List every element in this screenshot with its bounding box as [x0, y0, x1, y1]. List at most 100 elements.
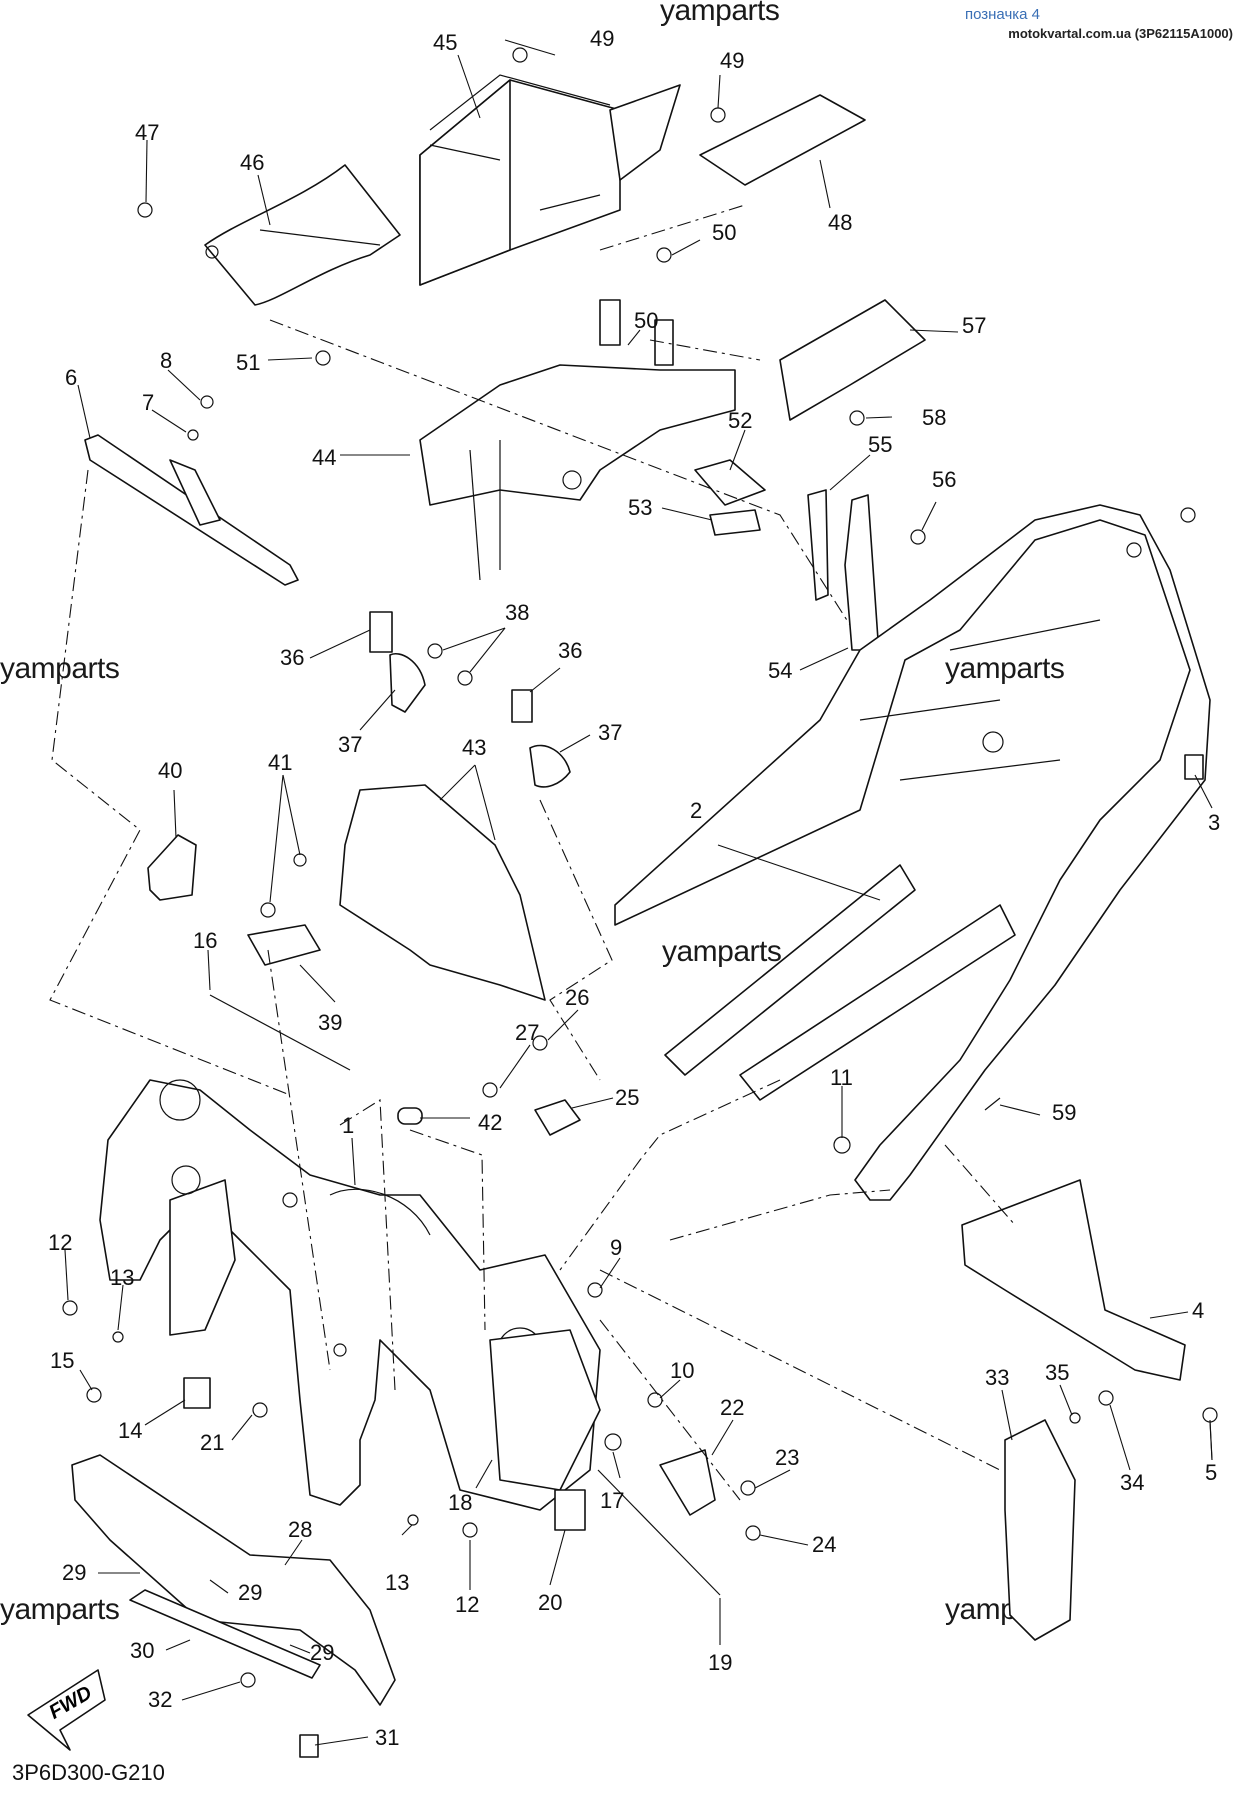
callout-31: 31 — [375, 1725, 399, 1750]
callout-16: 16 — [193, 928, 217, 953]
callout-12: 12 — [48, 1230, 72, 1255]
callout-45: 45 — [433, 30, 457, 55]
callout-13b: 13 — [385, 1570, 409, 1595]
bracket-part — [807, 489, 879, 651]
battery-bracket-part — [419, 299, 736, 581]
bracket-plate-part — [779, 299, 926, 421]
watermark: yamparts — [662, 935, 782, 968]
stay-bar-part — [84, 434, 299, 586]
callout-4: 4 — [1192, 1298, 1204, 1323]
watermark: yamparts — [945, 652, 1065, 685]
callout-18: 18 — [448, 1490, 472, 1515]
callout-39: 39 — [318, 1010, 342, 1035]
callout-49: 49 — [590, 26, 614, 51]
label-part — [984, 1097, 1001, 1111]
callouts: 1 2 3 4 5 6 7 8 9 10 11 12 12 13 13 14 1… — [48, 26, 1220, 1750]
callout-40: 40 — [158, 758, 182, 783]
callout-23: 23 — [775, 1445, 799, 1470]
callout-12b: 12 — [455, 1592, 479, 1617]
callout-32: 32 — [148, 1687, 172, 1712]
assembly-lines — [49, 204, 1016, 1501]
callout-25: 25 — [615, 1085, 639, 1110]
bracket-part — [369, 611, 393, 653]
watermark: yamparts — [660, 0, 780, 27]
callout-37b: 37 — [598, 720, 622, 745]
callout-50: 50 — [712, 220, 736, 245]
mark-label: позначка 4 — [964, 6, 1040, 23]
callout-15: 15 — [50, 1348, 74, 1373]
collar-part — [183, 1377, 211, 1409]
callout-3: 3 — [1208, 810, 1220, 835]
source-label: motokvartal.com.ua (3P62115A1000) — [1008, 26, 1233, 41]
callout-10: 10 — [670, 1358, 694, 1383]
damper-part — [397, 1107, 423, 1125]
callout-50b: 50 — [634, 308, 658, 333]
cover-plate-part — [339, 784, 546, 1001]
callout-46: 46 — [240, 150, 264, 175]
cap-part — [529, 744, 571, 788]
bracket-part — [534, 1099, 581, 1136]
callout-48: 48 — [828, 210, 852, 235]
callout-5: 5 — [1205, 1460, 1217, 1485]
callout-34: 34 — [1120, 1470, 1144, 1495]
watermark: yamparts — [0, 652, 120, 685]
callout-57: 57 — [962, 313, 986, 338]
callout-56: 56 — [932, 467, 956, 492]
leader-lines — [64, 39, 1213, 1746]
bolt-part — [597, 1469, 721, 1596]
callout-58: 58 — [922, 405, 946, 430]
fwd-arrow-icon: FWD — [27, 1669, 106, 1751]
callout-47: 47 — [135, 120, 159, 145]
guard-part — [1004, 1419, 1076, 1641]
callout-2: 2 — [690, 798, 702, 823]
watermark: yamparts — [0, 1593, 120, 1626]
callout-20: 20 — [538, 1590, 562, 1615]
callout-33: 33 — [985, 1365, 1009, 1390]
collar-part — [554, 1489, 586, 1531]
clip-part — [299, 1734, 319, 1758]
footrest-bracket-part — [961, 1179, 1186, 1381]
callout-51: 51 — [236, 350, 260, 375]
damper-part — [694, 459, 766, 506]
battery-box-part — [419, 74, 681, 286]
callout-41: 41 — [268, 750, 292, 775]
plate-part — [129, 1589, 321, 1679]
relay-part — [247, 924, 321, 966]
callout-42: 42 — [478, 1110, 502, 1135]
callout-59: 59 — [1052, 1100, 1076, 1125]
callout-35: 35 — [1045, 1360, 1069, 1385]
rear-frame-part — [614, 504, 1211, 1201]
callout-36b: 36 — [558, 638, 582, 663]
plate-part — [659, 1449, 716, 1516]
callout-1: 1 — [342, 1113, 354, 1138]
bracket-part — [511, 689, 533, 723]
callout-37: 37 — [338, 732, 362, 757]
callout-49b: 49 — [720, 48, 744, 73]
callout-30: 30 — [130, 1638, 154, 1663]
callout-29b: 29 — [238, 1580, 262, 1605]
callout-44: 44 — [312, 445, 336, 470]
callout-28: 28 — [288, 1517, 312, 1542]
callout-55: 55 — [868, 432, 892, 457]
callout-7: 7 — [142, 390, 154, 415]
callout-29c: 29 — [310, 1640, 334, 1665]
stay-part — [71, 1454, 396, 1706]
callout-21: 21 — [200, 1430, 224, 1455]
fitting-part — [1184, 754, 1204, 780]
callout-53: 53 — [628, 495, 652, 520]
callout-26: 26 — [565, 985, 589, 1010]
callout-27: 27 — [515, 1020, 539, 1045]
callout-14: 14 — [118, 1418, 142, 1443]
callout-36: 36 — [280, 645, 304, 670]
callout-6: 6 — [65, 365, 77, 390]
callout-43: 43 — [462, 735, 486, 760]
diagram-code: 3P6D300-G210 — [12, 1760, 165, 1785]
main-frame-part — [99, 1079, 601, 1511]
callout-11: 11 — [830, 1065, 853, 1090]
callout-19: 19 — [708, 1650, 732, 1675]
callout-13: 13 — [110, 1265, 134, 1290]
callout-22: 22 — [720, 1395, 744, 1420]
callout-29: 29 — [62, 1560, 86, 1585]
